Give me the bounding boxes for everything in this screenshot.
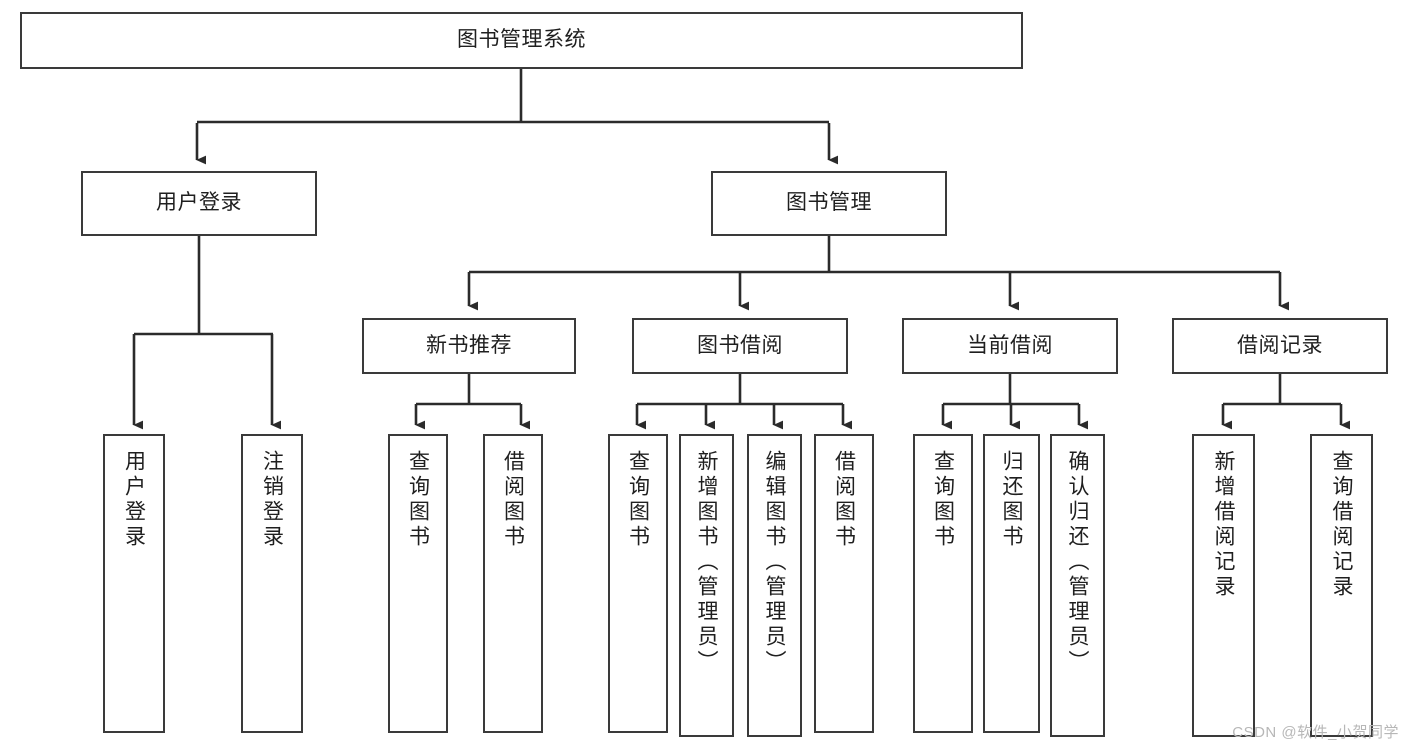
node-leaf-user-logout-label: 注销登录 <box>260 450 284 550</box>
node-leaf-query-record[interactable]: 查询借阅记录 <box>1310 434 1373 737</box>
node-leaf-add-record[interactable]: 新增借阅记录 <box>1192 434 1255 737</box>
node-leaf-query-record-label: 查询借阅记录 <box>1330 450 1353 600</box>
node-leaf-query-book-3-label: 查询图书 <box>931 450 955 550</box>
node-leaf-query-book-1[interactable]: 查询图书 <box>388 434 448 733</box>
node-leaf-query-book-2-label: 查询图书 <box>626 450 650 550</box>
node-root[interactable]: 图书管理系统 <box>20 12 1023 69</box>
node-leaf-confirm-return-label: 确认归还（管理员） <box>1066 450 1089 675</box>
node-leaf-borrow-book-1[interactable]: 借阅图书 <box>483 434 543 733</box>
watermark-text: CSDN @软件_小贺同学 <box>1232 724 1399 741</box>
node-borrow-record[interactable]: 借阅记录 <box>1172 318 1388 374</box>
node-book-manage-label: 图书管理 <box>786 191 872 215</box>
node-current-borrow-label: 当前借阅 <box>967 333 1053 357</box>
node-leaf-return-book[interactable]: 归还图书 <box>983 434 1040 733</box>
node-book-borrow[interactable]: 图书借阅 <box>632 318 848 374</box>
node-leaf-confirm-return[interactable]: 确认归还（管理员） <box>1050 434 1105 737</box>
node-leaf-add-record-label: 新增借阅记录 <box>1212 450 1235 600</box>
node-leaf-add-book-label: 新增图书（管理员） <box>695 450 718 675</box>
node-leaf-query-book-1-label: 查询图书 <box>406 450 430 550</box>
node-leaf-user-login[interactable]: 用户登录 <box>103 434 165 733</box>
node-leaf-add-book[interactable]: 新增图书（管理员） <box>679 434 734 737</box>
node-leaf-edit-book[interactable]: 编辑图书（管理员） <box>747 434 802 737</box>
node-root-label: 图书管理系统 <box>457 28 586 52</box>
node-leaf-return-book-label: 归还图书 <box>1000 450 1023 550</box>
node-current-borrow[interactable]: 当前借阅 <box>902 318 1118 374</box>
node-user-login[interactable]: 用户登录 <box>81 171 317 236</box>
node-leaf-user-login-label: 用户登录 <box>122 450 146 550</box>
node-leaf-borrow-book-2[interactable]: 借阅图书 <box>814 434 874 733</box>
node-leaf-query-book-2[interactable]: 查询图书 <box>608 434 668 733</box>
node-leaf-edit-book-label: 编辑图书（管理员） <box>763 450 786 675</box>
node-leaf-borrow-book-2-label: 借阅图书 <box>832 450 856 550</box>
node-book-manage[interactable]: 图书管理 <box>711 171 947 236</box>
node-user-login-label: 用户登录 <box>156 191 242 215</box>
node-new-book-recommend[interactable]: 新书推荐 <box>362 318 576 374</box>
node-leaf-query-book-3[interactable]: 查询图书 <box>913 434 973 733</box>
node-leaf-user-logout[interactable]: 注销登录 <box>241 434 303 733</box>
node-borrow-record-label: 借阅记录 <box>1237 333 1323 357</box>
node-book-borrow-label: 图书借阅 <box>697 333 783 357</box>
node-leaf-borrow-book-1-label: 借阅图书 <box>501 450 525 550</box>
node-new-book-recommend-label: 新书推荐 <box>426 333 512 357</box>
